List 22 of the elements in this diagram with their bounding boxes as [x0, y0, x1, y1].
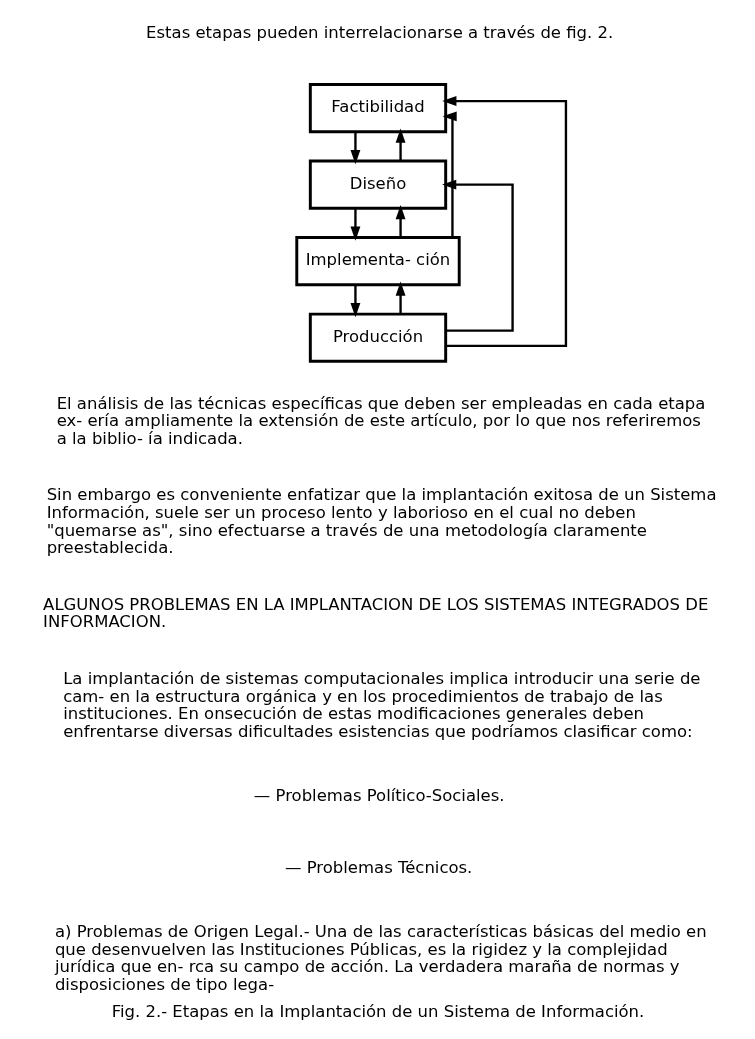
label: ALGUNOS PROBLEMAS EN LA IMPLANTACION DE LOS SISTEMAS INTEGRADOS DE INFORMACION. — [42, 594, 708, 632]
label: Estas etapas pueden interrelacionarse a través de fig. 2. — [145, 23, 613, 43]
arrow — [395, 128, 405, 161]
caption: Fig. 2.- Etapas en la Implantación de un Sistema de Información. — [111, 1002, 644, 1022]
arrow — [350, 284, 360, 318]
label: La implantación de sistemas computacionales implica introducir una serie de cam- en la estructura orgánica y en los procedimientos de trabajo de las instituciones. En onsecución de estas modificaciones generales deben enfrentarse diversas dificultades esistencias que podríamos clasificar como: — [62, 668, 701, 741]
node-box: Producción — [308, 312, 447, 363]
label: El análisis de las técnicas específicas que deben ser empleadas en cada etapa ex- ería ampliamente la extensión de este artículo, por lo que nos referiremos a la biblio- ía indicada. — [56, 393, 705, 448]
arrow — [441, 96, 567, 348]
node-box: Factibilidad — [308, 83, 447, 134]
arrow — [350, 208, 360, 241]
arrow — [395, 281, 405, 314]
label: — Problemas Político-Sociales. — [253, 786, 505, 806]
node-box: Implementa- ción — [294, 236, 461, 287]
label: a) Problemas de Origen Legal.- Una de las características básicas del medio en que desenvuelven las Instituciones Públicas, es la rigidez y la complejidad jurídica que en- rca su campo de acción. La verdadera maraña de normas y disposiciones de tipo lega- — [54, 922, 707, 994]
label: — Problemas Técnicos. — [284, 857, 472, 877]
label: Sin embargo es conveniente enfatizar que la implantación exitosa de un Sistema Información, suele ser un proceso lento y laborioso en el cual no deben "quemarse as", sino efectuarse a través de una metodología claramente preestablecida. — [46, 485, 716, 558]
arrow — [395, 205, 405, 238]
arrow — [442, 111, 457, 238]
arrow — [350, 131, 360, 165]
arrow — [441, 179, 514, 332]
node-box: Diseño — [308, 159, 447, 210]
